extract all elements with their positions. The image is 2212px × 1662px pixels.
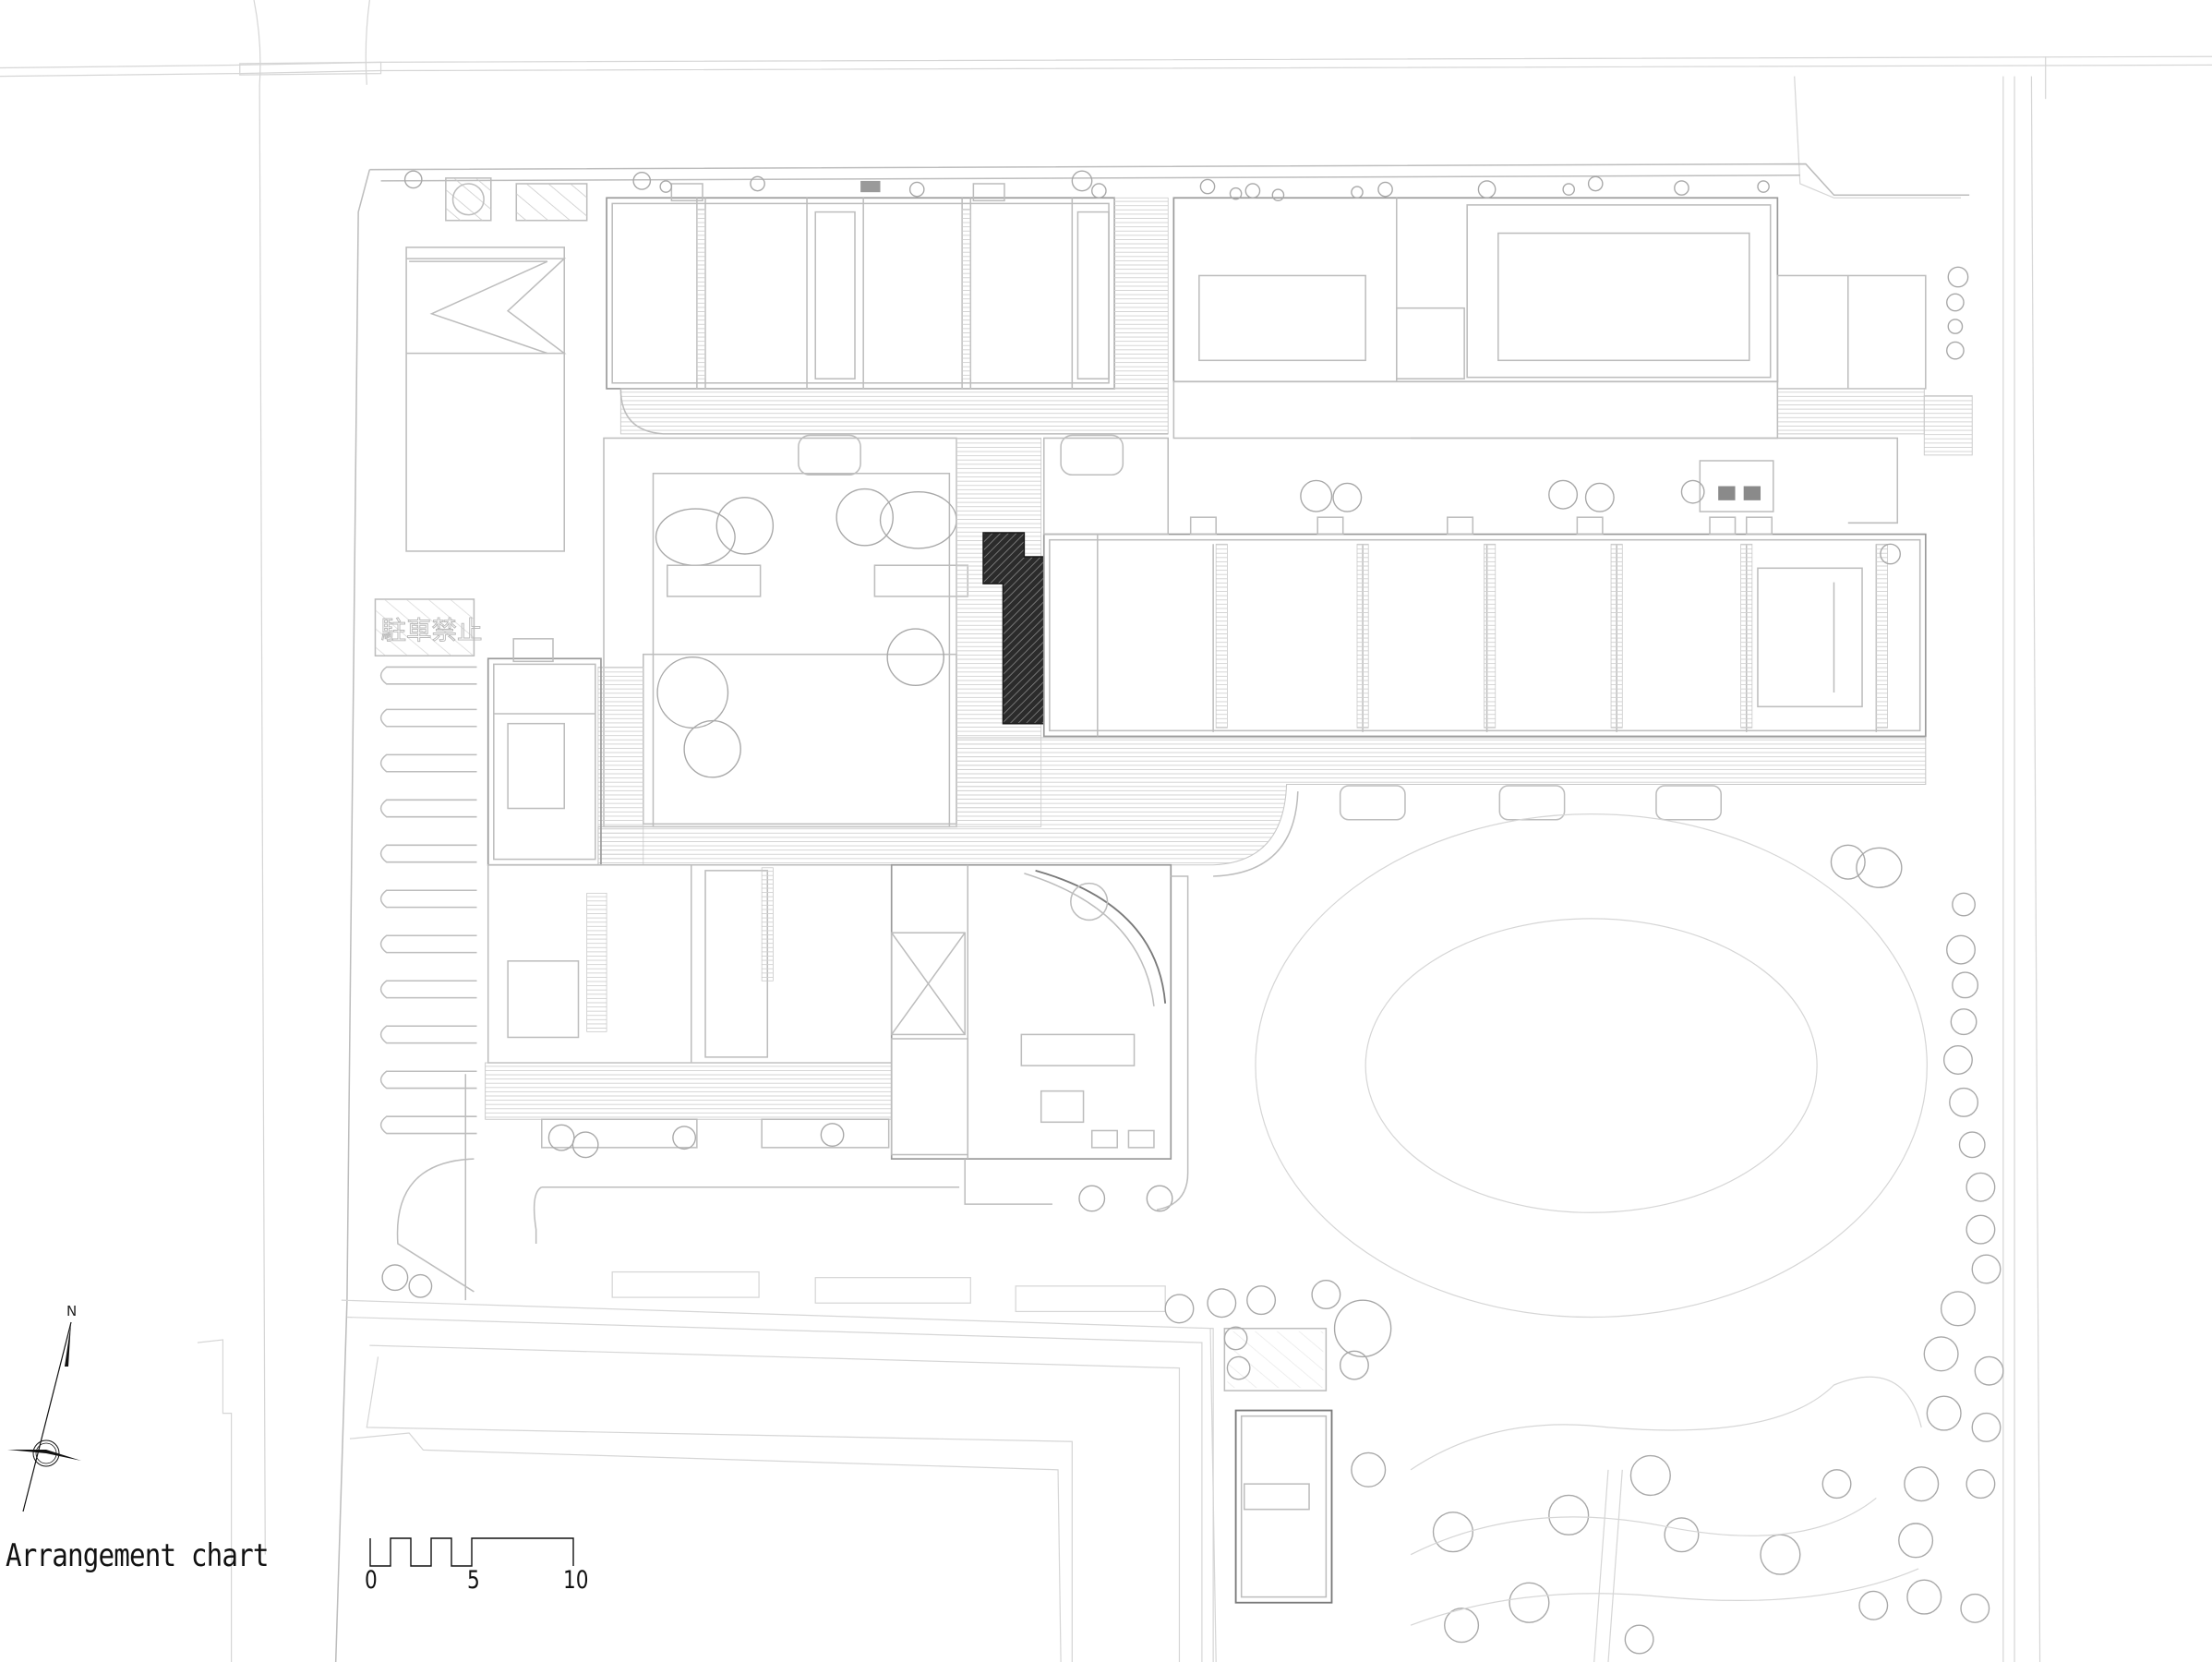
south-office-wing: [890, 863, 1189, 1212]
scale-label-0: 0: [365, 1566, 378, 1595]
scale-label-5: 5: [467, 1566, 480, 1595]
south-east-pavilion: [1209, 1328, 1333, 1662]
east-classroom-wing: [1042, 437, 1927, 738]
parking-area: 駐車禁止: [374, 177, 588, 1301]
north-arrow-icon: [7, 1321, 81, 1512]
drawing-caption: Arrangement chart: [6, 1537, 270, 1574]
trees: [381, 170, 2004, 1655]
parking-stalls: [379, 666, 477, 1135]
north-east-halls: [1172, 197, 1973, 456]
north-wing: [606, 180, 1169, 435]
garden-paths: [1410, 1376, 1922, 1662]
west-admin-building: [485, 638, 893, 1159]
oval-field: [1255, 813, 1928, 1319]
north-label: N: [66, 1303, 78, 1319]
south-west-structure: [197, 1186, 1214, 1662]
scale-bar: [369, 1537, 574, 1567]
no-parking-sign: 駐車禁止: [381, 616, 483, 645]
corridor-deck: [597, 667, 1927, 877]
scale-label-10: 10: [563, 1566, 589, 1595]
